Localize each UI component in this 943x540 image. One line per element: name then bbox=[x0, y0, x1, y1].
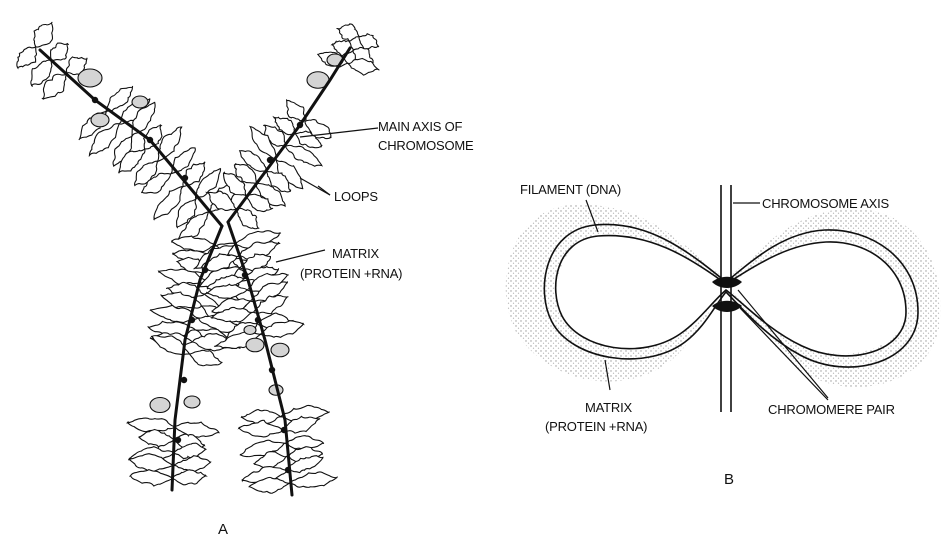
lateral-loop bbox=[286, 145, 322, 166]
lateral-loop bbox=[289, 472, 337, 487]
lateral-loop bbox=[172, 470, 206, 485]
matrix-label-b-line2: (PROTEIN +RNA) bbox=[545, 419, 647, 434]
chromomere-granule bbox=[246, 338, 264, 352]
axis-chromomere bbox=[189, 317, 195, 323]
filament-label: FILAMENT (DNA) bbox=[520, 182, 621, 197]
chromomere-pair-label: CHROMOMERE PAIR bbox=[768, 402, 895, 417]
axis-chromomere bbox=[202, 267, 208, 273]
lateral-loop bbox=[130, 470, 172, 486]
lampbrush-chromosome-diagram: MAIN AXIS OF CHROMOSOME LOOPS MATRIX (PR… bbox=[17, 22, 474, 538]
chromomere-granule bbox=[132, 96, 148, 108]
axis-chromomere bbox=[181, 377, 187, 383]
lateral-loop bbox=[173, 456, 211, 472]
chromosome-axis-label: CHROMOSOME AXIS bbox=[762, 196, 890, 211]
lateral-loop bbox=[34, 22, 53, 47]
panel-b-letter: B bbox=[724, 471, 734, 488]
lateral-loop bbox=[127, 418, 174, 432]
lateral-loop bbox=[17, 47, 37, 68]
lateral-loop bbox=[239, 420, 283, 437]
lateral-loop bbox=[190, 350, 223, 365]
axis-chromomere bbox=[269, 367, 275, 373]
chromosome-axis-lines bbox=[721, 185, 731, 412]
main-axis-label-line2: CHROMOSOME bbox=[378, 138, 474, 153]
loop-cross-section-diagram: FILAMENT (DNA) CHROMOSOME AXIS MATRIX (P… bbox=[506, 182, 941, 488]
axis-chromomere bbox=[182, 175, 188, 181]
lateral-loop bbox=[348, 59, 379, 76]
lateral-loops bbox=[17, 22, 379, 493]
axis-chromomere bbox=[267, 157, 273, 163]
chromomere-granule bbox=[78, 69, 102, 87]
axis-chromomere bbox=[147, 137, 153, 143]
matrix-label-a-line2: (PROTEIN +RNA) bbox=[300, 266, 402, 281]
axis-chromomere bbox=[297, 122, 303, 128]
axis-chromomere bbox=[281, 427, 287, 433]
axis-chromomere bbox=[175, 437, 181, 443]
panel-a-letter: A bbox=[218, 521, 228, 538]
chromomere-granule bbox=[184, 396, 200, 408]
chromomere-granule bbox=[244, 326, 256, 335]
axis-chromomere bbox=[255, 317, 261, 323]
axis-chromomere bbox=[285, 467, 291, 473]
chromomere-granule bbox=[150, 398, 170, 413]
lateral-loop bbox=[139, 430, 174, 448]
chromomere-granule bbox=[271, 343, 289, 357]
chromomere-granule bbox=[91, 113, 109, 127]
axis-chromomere bbox=[92, 97, 98, 103]
lateral-loop bbox=[51, 43, 69, 60]
loops-label: LOOPS bbox=[334, 189, 378, 204]
matrix-label-a-line1: MATRIX bbox=[332, 246, 379, 261]
axis-chromomere bbox=[242, 272, 248, 278]
lateral-loop bbox=[337, 24, 359, 41]
chromomere-lower bbox=[712, 301, 742, 312]
lateral-loop bbox=[237, 208, 259, 228]
main-axis-label-line1: MAIN AXIS OF bbox=[378, 119, 463, 134]
matrix-label-b-line1: MATRIX bbox=[585, 400, 632, 415]
